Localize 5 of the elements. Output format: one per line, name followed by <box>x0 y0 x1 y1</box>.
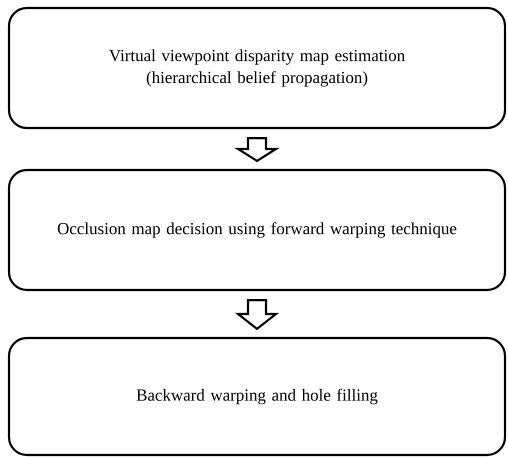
process-box: Virtual viewpoint disparity map estimation (hierarchical belief propagation) <box>8 6 506 130</box>
block-arrow <box>234 299 280 330</box>
process-box: Backward warping and hole filling <box>8 336 506 456</box>
process-box: Occlusion map decision using forward warping technique <box>8 168 506 292</box>
block-arrow <box>234 137 280 162</box>
